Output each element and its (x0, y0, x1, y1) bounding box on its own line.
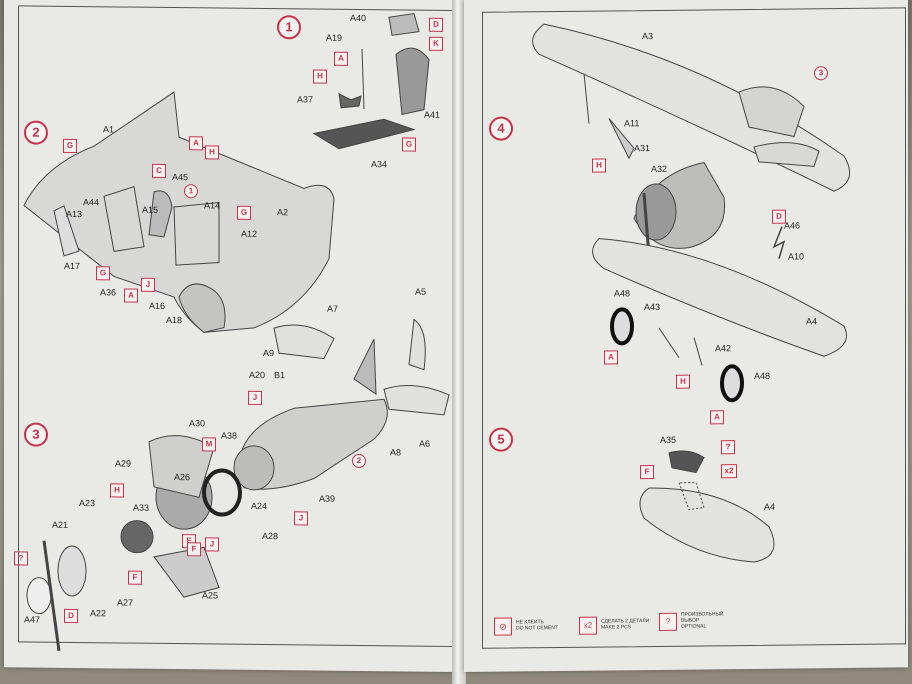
left-page-illustration (23, 12, 450, 652)
right-page-illustration (532, 23, 851, 563)
right-page: 4 5 3 A3 A11 A31 A32 A46 A10 A48 A43 A4 … (464, 0, 908, 672)
left-page: 1 2 3 1 2 A40 A19 A37 A34 A41 D K A H G … (4, 0, 456, 673)
booklet-spine (452, 0, 466, 684)
left-page-border (18, 5, 454, 647)
right-page-border (482, 7, 906, 649)
